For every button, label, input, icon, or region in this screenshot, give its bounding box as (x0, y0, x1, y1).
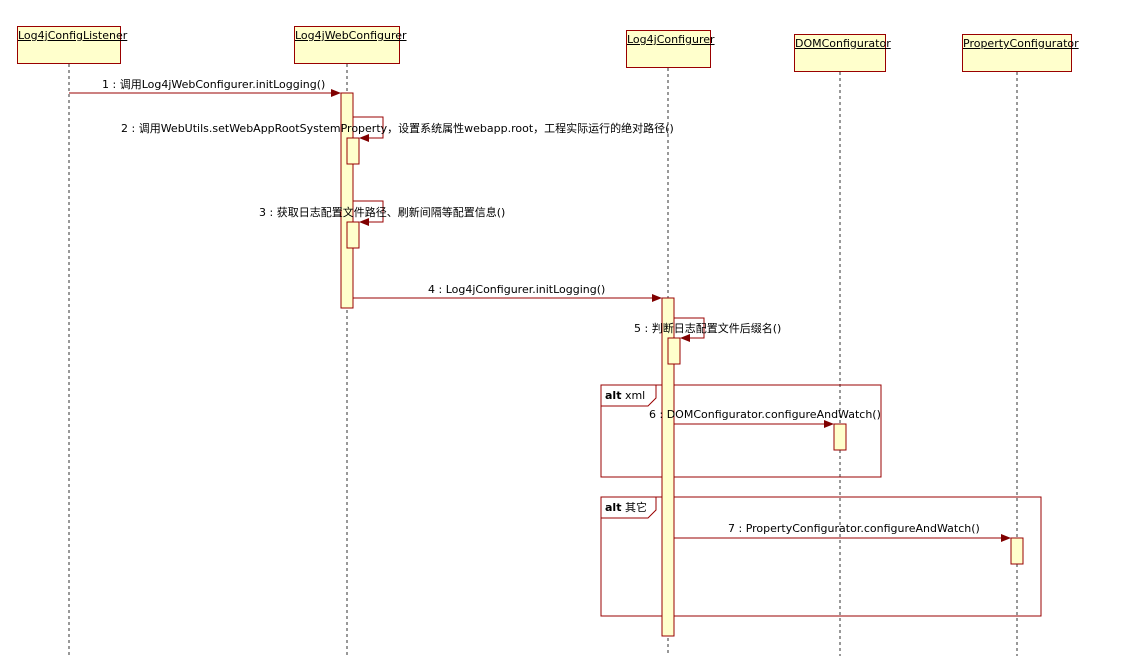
message-label-5: 5 : 判断日志配置文件后缀名() (634, 322, 782, 335)
fragment-guard: xml (624, 389, 646, 402)
message-label-3: 3 : 获取日志配置文件路径、刷新间隔等配置信息() (259, 206, 506, 219)
lifeline-box-propertyconfigurator: PropertyConfigurator (962, 34, 1079, 72)
message-label-6: 6 : DOMConfigurator.configureAndWatch() (649, 408, 881, 421)
lifeline-box-log4jwebconfigurer: Log4jWebConfigurer (294, 26, 407, 64)
lifeline-box-log4jconfigurer: Log4jConfigurer (626, 30, 715, 68)
fragment-tag-xml: alt xml (605, 388, 645, 404)
message-arrow-5 (674, 317, 705, 342)
message-arrow-3 (353, 200, 384, 226)
lifeline-box-log4jconfiglistener: Log4jConfigListener (17, 26, 127, 64)
fragment-tag-other: alt 其它 (605, 500, 647, 516)
fragment-guard: 其它 (624, 501, 647, 514)
fragment-keyword: alt (605, 389, 622, 402)
activation-nested-3 (346, 221, 360, 249)
activation-domconfigurator (833, 423, 847, 451)
fragment-alt-xml (600, 384, 882, 478)
message-label-7: 7 : PropertyConfigurator.configureAndWat… (728, 522, 980, 535)
fragment-keyword: alt (605, 501, 622, 514)
activation-nested-5 (667, 337, 681, 365)
activation-propertyconfigurator (1010, 537, 1024, 565)
message-label-2: 2 : 调用WebUtils.setWebAppRootSystemProper… (121, 122, 674, 135)
message-label-4: 4 : Log4jConfigurer.initLogging() (428, 283, 606, 296)
activation-log4jconfigurer (661, 297, 675, 637)
message-arrow-2 (353, 116, 384, 142)
lifeline-box-domconfigurator: DOMConfigurator (794, 34, 891, 72)
fragment-alt-other (600, 496, 1042, 617)
activation-nested-2 (346, 137, 360, 165)
message-label-1: 1 : 调用Log4jWebConfigurer.initLogging() (102, 78, 326, 91)
